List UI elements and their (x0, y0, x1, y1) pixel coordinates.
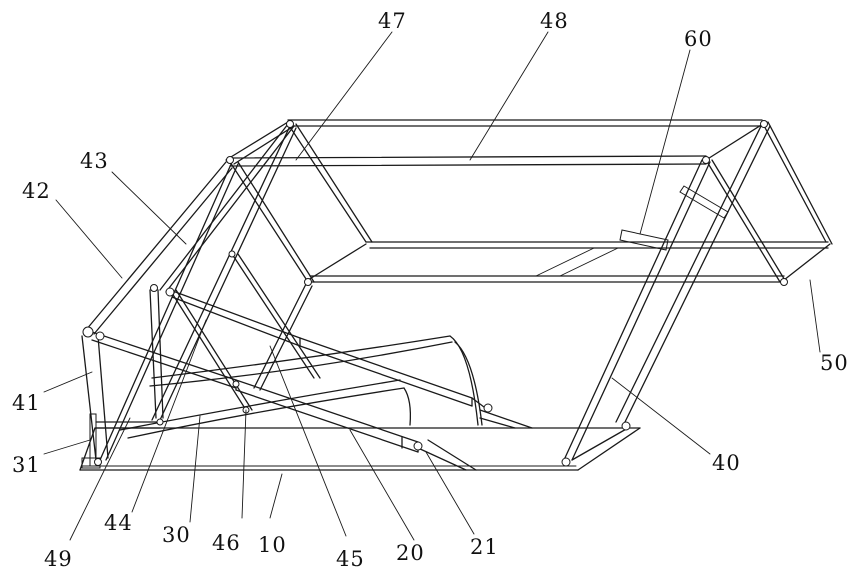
left-uprights (81, 289, 164, 461)
label-41: 41 (12, 391, 41, 415)
label-49: 49 (44, 547, 73, 571)
label-50: 50 (820, 351, 849, 375)
reference-numerals: 47 48 60 43 42 41 31 49 44 30 46 10 45 2… (12, 9, 849, 571)
label-30: 30 (162, 523, 191, 547)
label-42: 42 (22, 179, 51, 203)
label-10: 10 (258, 533, 287, 557)
actuator-lower (85, 329, 419, 453)
lower-tray (307, 241, 831, 283)
upper-frame (225, 119, 833, 283)
label-45: 45 (336, 547, 365, 571)
label-44: 44 (104, 511, 133, 535)
bracket-21 (417, 409, 533, 471)
label-31: 31 (12, 453, 41, 477)
right-legs (563, 123, 771, 461)
label-40: 40 (712, 451, 741, 475)
label-47: 47 (378, 9, 407, 33)
label-43: 43 (80, 149, 109, 173)
pivot-points (82, 120, 788, 467)
label-48: 48 (540, 9, 569, 33)
linkage-bars (85, 123, 321, 461)
label-21: 21 (470, 535, 499, 559)
label-46: 46 (212, 531, 241, 555)
leader-lines (43, 31, 821, 541)
base-plate (79, 427, 641, 471)
label-20: 20 (396, 541, 425, 565)
label-60: 60 (684, 27, 713, 51)
actuator-upper (169, 289, 489, 411)
part-60 (619, 185, 729, 251)
